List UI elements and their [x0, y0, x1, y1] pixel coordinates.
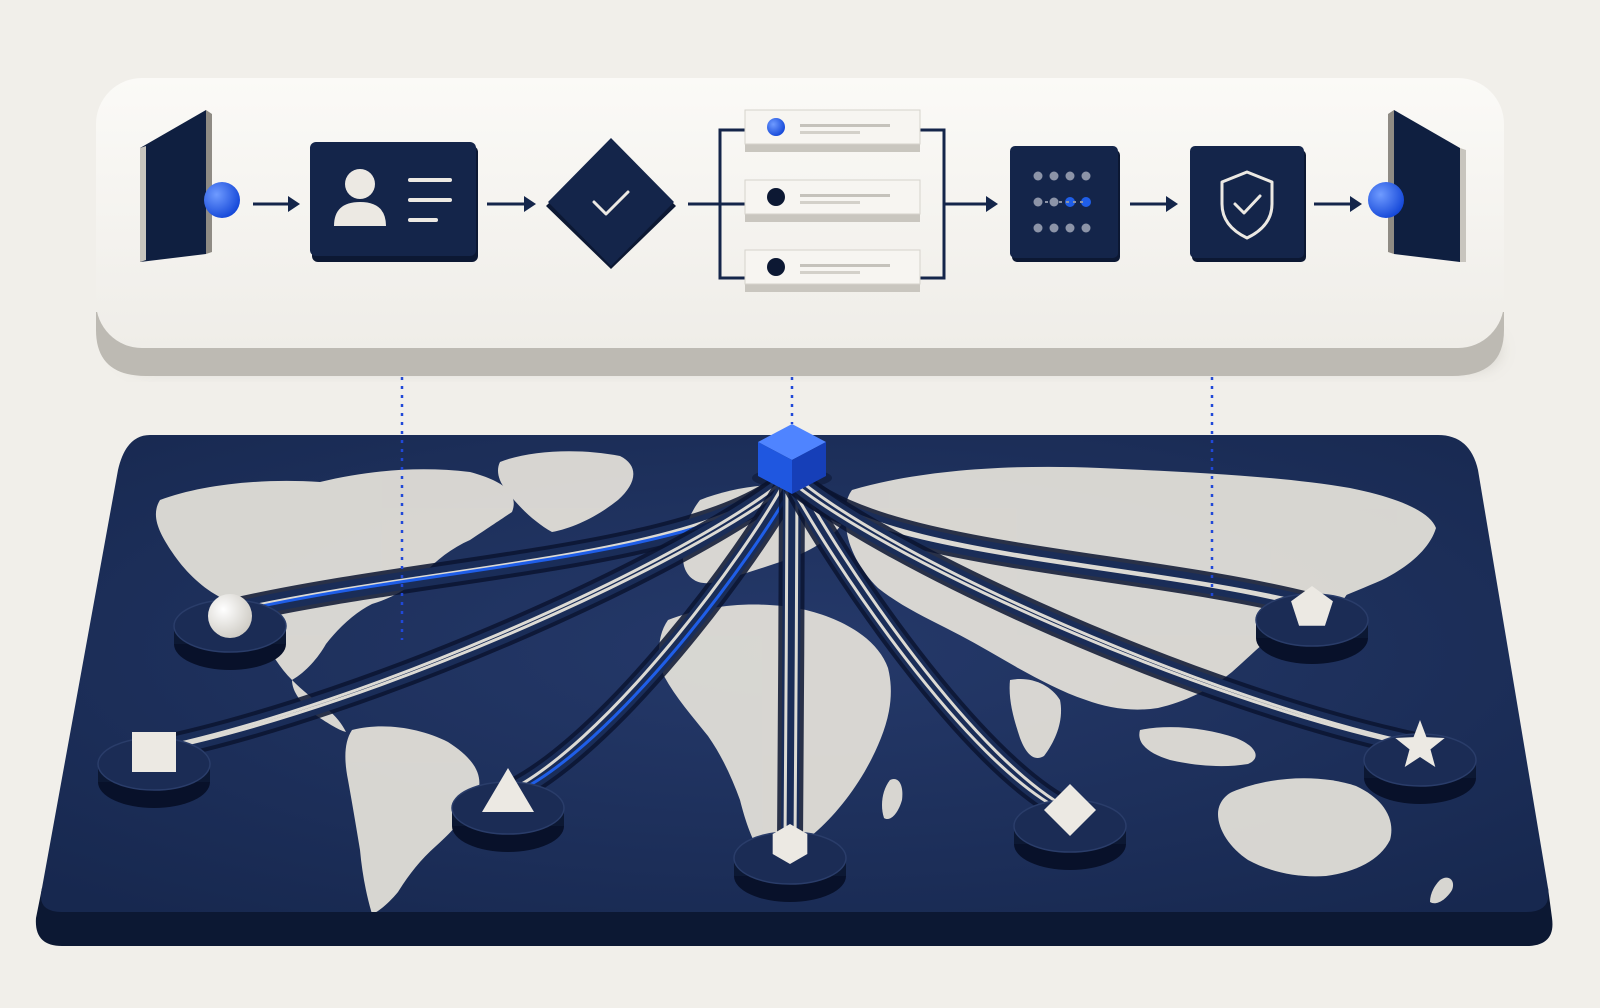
continent-asia — [845, 466, 1436, 710]
continent-south-america — [345, 726, 480, 912]
arrow-1 — [253, 196, 300, 212]
destination-signal-orb — [1368, 182, 1404, 218]
destination-gate[interactable] — [1368, 110, 1466, 262]
arrow-4 — [944, 196, 998, 212]
endpoint-west-atlantic[interactable] — [97, 732, 211, 808]
continent-greenland — [498, 451, 634, 532]
continent-north-america — [155, 469, 514, 680]
star-icon — [1395, 720, 1445, 768]
continent-madagascar — [882, 778, 903, 820]
stacked-list-icon — [744, 179, 921, 222]
dotted-links — [400, 350, 1214, 640]
decision-step[interactable] — [546, 138, 676, 269]
diamond-icon — [1044, 784, 1096, 836]
shield-check-icon — [1190, 146, 1304, 258]
arrow-5 — [1130, 196, 1178, 212]
sphere-icon — [208, 594, 252, 638]
endpoint-middle-east[interactable] — [1013, 784, 1127, 870]
connection-middle-east — [779, 465, 1083, 825]
queue-step[interactable] — [744, 109, 921, 292]
portal-icon — [140, 110, 206, 262]
matrix-step[interactable] — [1010, 146, 1120, 262]
security-step[interactable] — [1190, 146, 1306, 262]
endpoint-north-america[interactable] — [173, 594, 287, 670]
connection-south-america — [495, 465, 805, 807]
source-gate[interactable] — [140, 110, 240, 262]
world-map-platform — [35, 424, 1553, 946]
endpoint-nodes — [97, 586, 1477, 902]
hub-node[interactable] — [758, 424, 826, 494]
endpoint-africa[interactable] — [733, 824, 847, 902]
continents — [155, 451, 1454, 912]
continent-new-zealand — [1430, 877, 1454, 904]
connection-africa — [777, 465, 805, 857]
arrow-6 — [1314, 196, 1362, 212]
pipeline-panel — [96, 78, 1504, 376]
portal-icon — [1394, 110, 1460, 262]
pipeline-arrows — [253, 196, 1362, 212]
connection-oceania — [779, 465, 1433, 759]
endpoint-oceania[interactable] — [1363, 720, 1477, 804]
continent-africa — [659, 604, 891, 862]
triangle-icon — [482, 768, 534, 812]
stacked-list-icon — [744, 109, 921, 152]
arrow-2 — [487, 196, 536, 212]
continent-australia — [1218, 778, 1392, 877]
stacked-list-icon — [744, 249, 921, 292]
id-card-icon — [310, 142, 476, 256]
connection-bundles — [141, 465, 1433, 857]
continent-southeast-asia — [1139, 727, 1256, 767]
queue-bracket — [718, 128, 946, 280]
continent-india — [1009, 678, 1062, 758]
checkmark-diamond-icon — [548, 138, 674, 266]
square-icon — [132, 732, 176, 772]
connection-west-atlantic — [141, 465, 805, 763]
pentagon-icon — [1291, 586, 1333, 626]
endpoint-east-asia[interactable] — [1255, 586, 1369, 664]
dot-grid-icon — [1010, 146, 1118, 258]
source-signal-orb — [204, 182, 240, 218]
identity-step[interactable] — [310, 142, 478, 262]
endpoint-south-america[interactable] — [451, 768, 565, 852]
hexagon-icon — [772, 824, 808, 864]
